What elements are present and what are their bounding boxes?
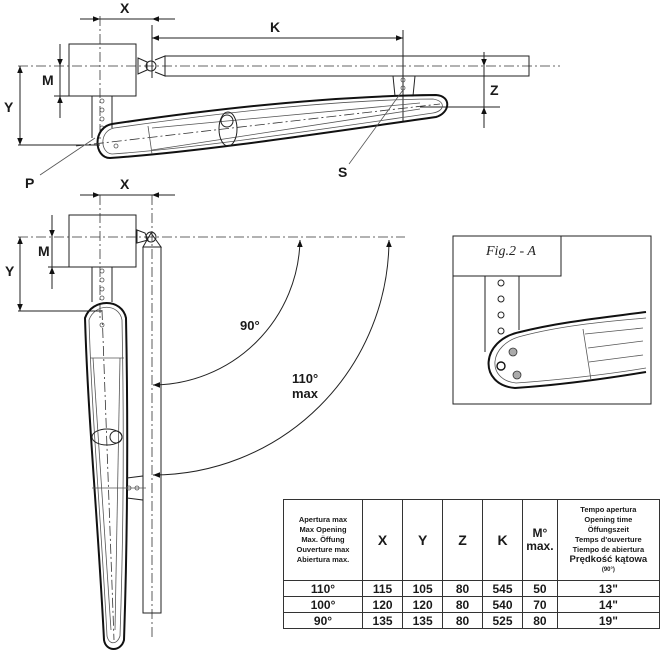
hinge-pivot [145, 60, 157, 72]
gate-leaf-top [164, 55, 530, 77]
spec-table: Apertura max Max Opening Max. Öffung Ouv… [283, 499, 660, 629]
p-label: P [25, 175, 34, 191]
cell-y: 105 [402, 580, 444, 597]
detail-housing [452, 235, 562, 277]
cell-k: 525 [481, 612, 524, 629]
table-row: 110° 115 105 80 545 50 13" [283, 580, 660, 597]
detail-fig-2a: Fig.2 - A [452, 235, 652, 405]
arm-screw [220, 114, 234, 128]
cell-z: 80 [442, 612, 483, 629]
top-view: X K Z [4, 0, 560, 191]
arm-screw-side [109, 430, 123, 444]
header-opening-it: Apertura max [298, 515, 348, 524]
header-opening: Apertura max Max Opening Max. Öffung Ouv… [283, 499, 363, 581]
arc-110 [152, 239, 392, 478]
header-time-de: Öffungszeit [587, 525, 629, 534]
cell-x: 115 [361, 580, 404, 597]
cell-opening: 100° [283, 596, 363, 613]
cell-opening: 110° [283, 580, 363, 597]
open-view: X M Y 90° [5, 176, 405, 650]
y-label-top: Y [4, 99, 14, 115]
header-y: Y [402, 499, 444, 581]
detail-arm [487, 311, 647, 390]
angle-110-label: 110° [292, 371, 318, 386]
header-time-pl: Prędkość kątowa [569, 554, 648, 565]
header-opening-de: Max. Öffung [301, 535, 345, 544]
header-time-es: Tiempo de abiertura [572, 545, 645, 554]
motor-housing-side [68, 214, 137, 268]
operator-arm-side [83, 302, 129, 650]
angle-max-label: max [292, 386, 319, 401]
header-k: K [481, 499, 524, 581]
header-m-line1: M° [532, 526, 548, 540]
arm-slot [218, 111, 238, 147]
operator-arm-top [96, 93, 449, 160]
cell-k: 540 [481, 596, 524, 613]
cell-m: 70 [522, 596, 558, 613]
x-label-side: X [120, 176, 130, 192]
z-label: Z [490, 82, 499, 98]
header-opening-es: Abiertura max. [296, 555, 350, 564]
header-time: Tempo apertura Opening time Öffungszeit … [556, 499, 660, 581]
header-time-en: Opening time [584, 515, 633, 524]
cell-y: 135 [402, 612, 444, 629]
table-header-row: Apertura max Max Opening Max. Öffung Ouv… [283, 499, 660, 581]
cell-x: 120 [361, 596, 404, 613]
cell-time: 19" [556, 612, 660, 629]
header-m: M° max. [522, 499, 558, 581]
header-time-fr: Temps d'ouverture [575, 535, 642, 544]
x-label-top: X [120, 0, 130, 16]
header-opening-en: Max Opening [299, 525, 347, 534]
cell-m: 80 [522, 612, 558, 629]
cell-y: 120 [402, 596, 444, 613]
header-time-note: (90°) [601, 567, 615, 573]
cell-z: 80 [442, 596, 483, 613]
cell-z: 80 [442, 580, 483, 597]
m-label-top: M [42, 72, 54, 88]
motor-housing-top [68, 43, 137, 97]
header-m-line2: max. [526, 539, 554, 553]
cell-x: 135 [361, 612, 404, 629]
table-row: 90° 135 135 80 525 80 19" [283, 612, 660, 629]
cell-m: 50 [522, 580, 558, 597]
header-x: X [361, 499, 404, 581]
cell-k: 545 [481, 580, 524, 597]
cell-opening: 90° [283, 612, 363, 629]
table-row: 100° 120 120 80 540 70 14" [283, 596, 660, 613]
angle-90-label: 90° [240, 318, 260, 333]
arc-90 [152, 239, 303, 388]
cell-time: 13" [556, 580, 660, 597]
header-opening-fr: Ouverture max [296, 545, 350, 554]
hinge-bracket [137, 57, 148, 75]
header-z: Z [442, 499, 483, 581]
y-label-side: Y [5, 263, 15, 279]
s-label: S [338, 164, 347, 180]
m-label-side: M [38, 243, 50, 259]
cell-time: 14" [556, 596, 660, 613]
detail-label: Fig.2 - A [485, 244, 536, 259]
k-label: K [270, 19, 280, 35]
header-time-it: Tempo apertura [580, 505, 637, 514]
